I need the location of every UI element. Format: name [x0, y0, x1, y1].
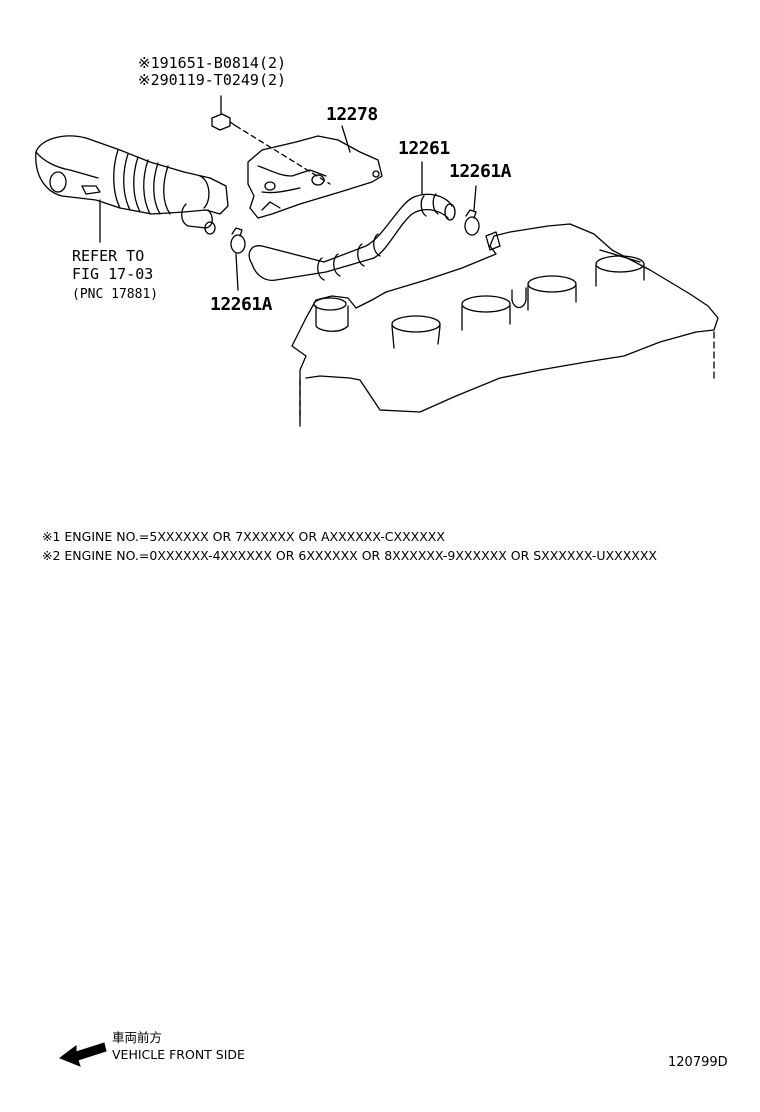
callout-12261A-lower[interactable]: 12261A: [210, 294, 273, 315]
engine-head-cover: [291, 223, 719, 421]
direction-label-english: VEHICLE FRONT SIDE: [112, 1047, 245, 1062]
clamp-lower[interactable]: [230, 227, 246, 254]
bolt-dashed-line: [235, 125, 331, 185]
leader-12261A-upper: [473, 185, 477, 211]
direction-label-japanese: 車両前方: [112, 1030, 163, 1045]
note-2-marker: ※2: [138, 71, 160, 89]
reference-line-2[interactable]: FIG 17-03: [72, 265, 154, 283]
leader-12278: [341, 125, 351, 153]
callout-12261[interactable]: 12261: [398, 138, 450, 159]
bolt-part-number-2[interactable]: ※290119-T0249(2): [138, 73, 286, 88]
air-cleaner-hose[interactable]: [35, 135, 229, 235]
ventilation-hose[interactable]: [248, 193, 456, 282]
leader-12261A-lower: [235, 253, 239, 291]
engine-note-2: ※2 ENGINE NO.=0XXXXXX-4XXXXXX OR 6XXXXXX…: [42, 548, 657, 563]
bolt-part-number-1[interactable]: ※191651-B0814(2): [138, 56, 286, 71]
heat-insulator-bracket[interactable]: [247, 135, 383, 219]
reference-line-3: (PNC 17881): [72, 287, 159, 302]
note-1-marker: ※1: [138, 54, 160, 72]
front-direction-arrow-icon: [58, 1042, 107, 1067]
callout-12261A-upper[interactable]: 12261A: [449, 161, 512, 182]
figure-id: 120799D: [668, 1055, 728, 1070]
bolt-part-number-2-text: 90119-T0249(2): [159, 71, 287, 89]
engine-note-1: ※1 ENGINE NO.=5XXXXXX OR 7XXXXXX OR AXXX…: [42, 529, 445, 544]
callout-12278[interactable]: 12278: [326, 104, 378, 125]
clamp-upper[interactable]: [464, 209, 480, 236]
bolt[interactable]: [211, 113, 237, 131]
bolt-part-number-1-text: 91651-B0814(2): [159, 54, 287, 72]
reference-line-1: REFER TO: [72, 247, 145, 265]
